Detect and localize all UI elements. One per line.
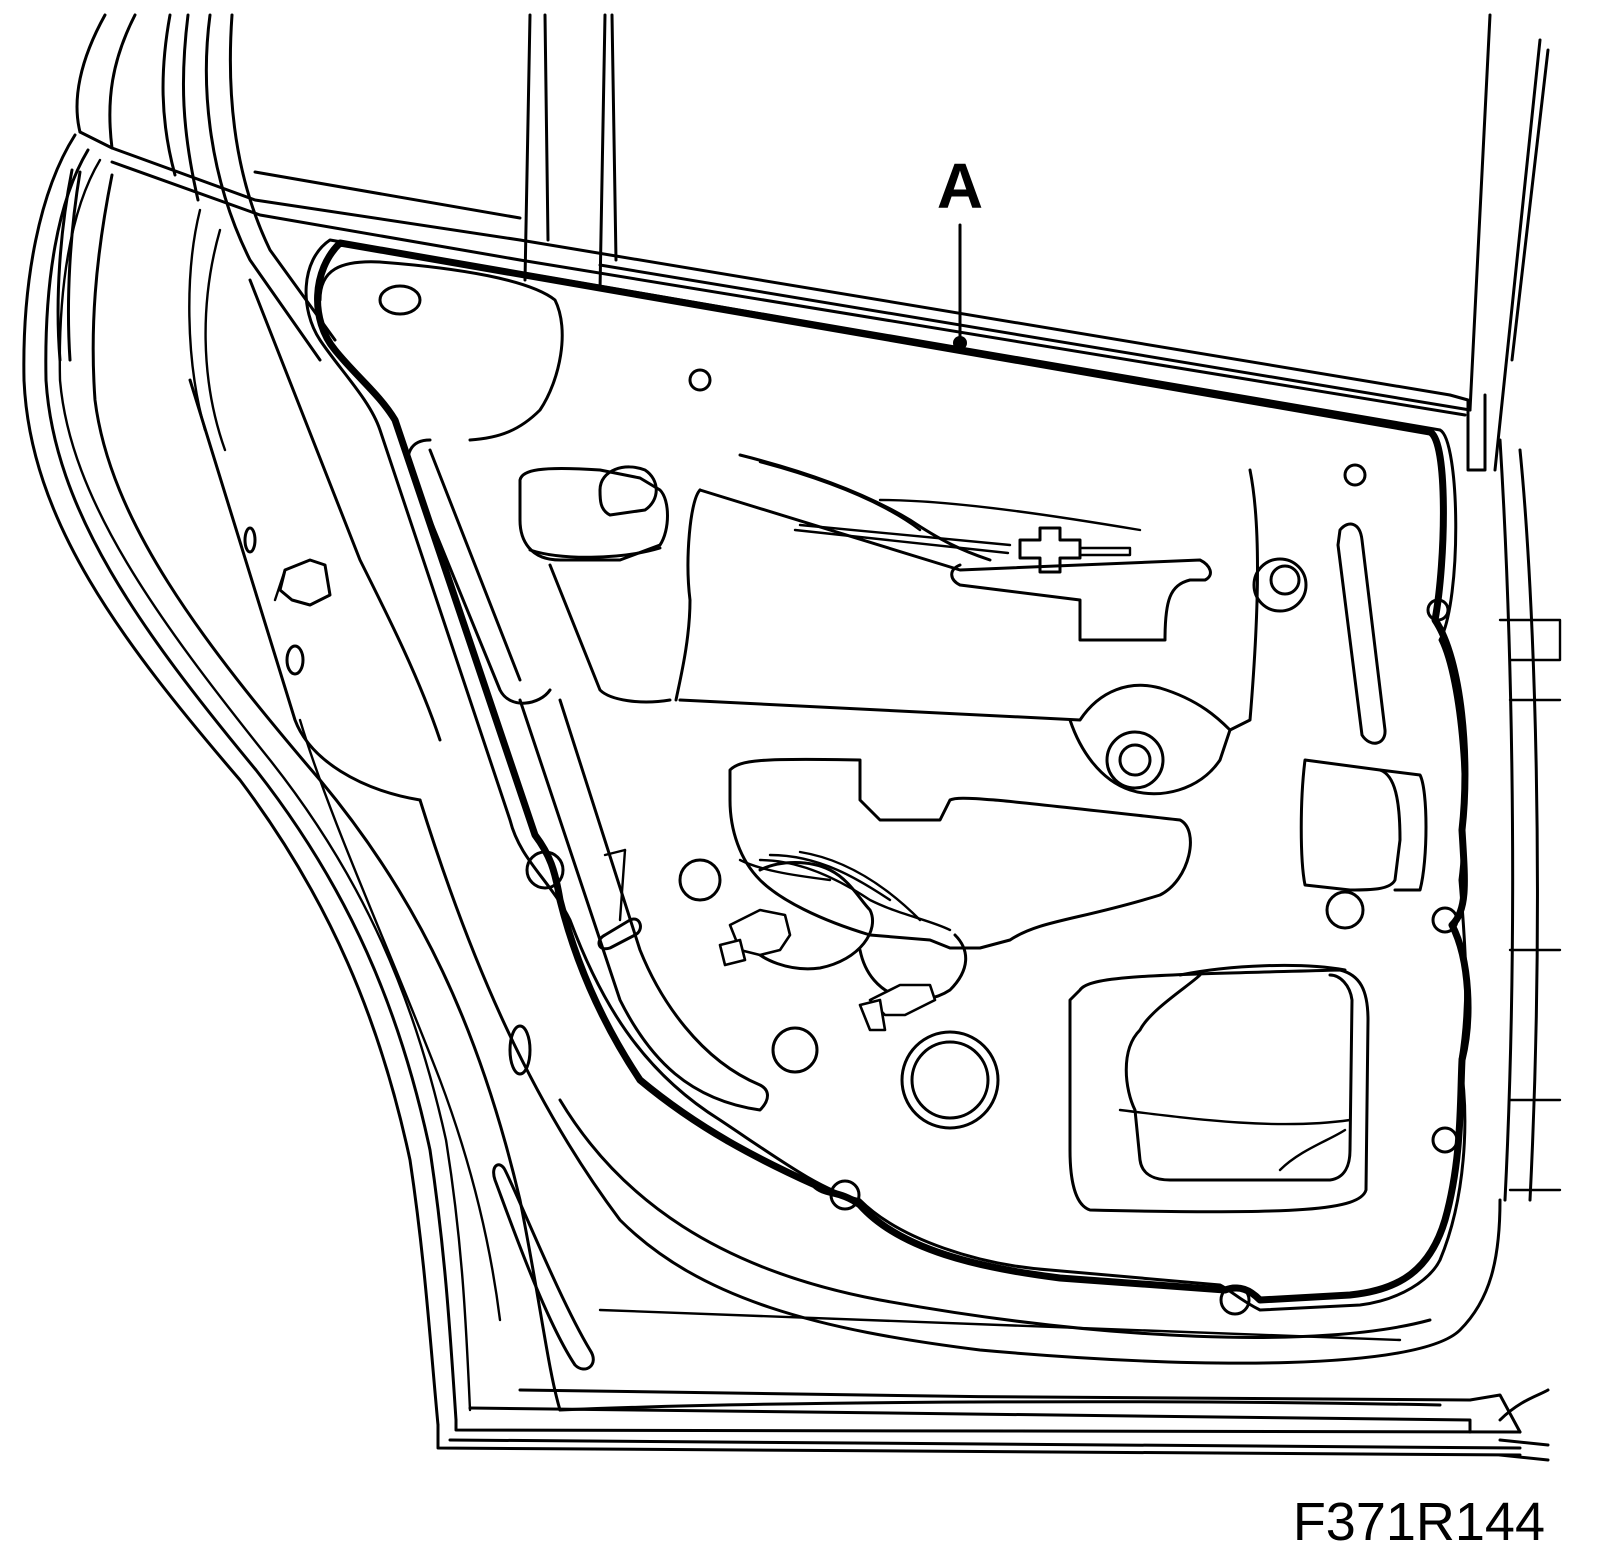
door-sill [436, 1388, 1550, 1462]
module-carrier [304, 238, 1468, 1316]
door-shell [22, 133, 595, 1427]
callout-a-label: A [937, 150, 983, 222]
callout-a-dot [953, 336, 967, 350]
moisture-seal-a [314, 239, 1472, 1304]
window-frame [75, 13, 1550, 472]
callout-a: A [937, 150, 983, 350]
inner-panel [418, 438, 1562, 1365]
figure-code: F371R144 [1293, 1492, 1545, 1552]
